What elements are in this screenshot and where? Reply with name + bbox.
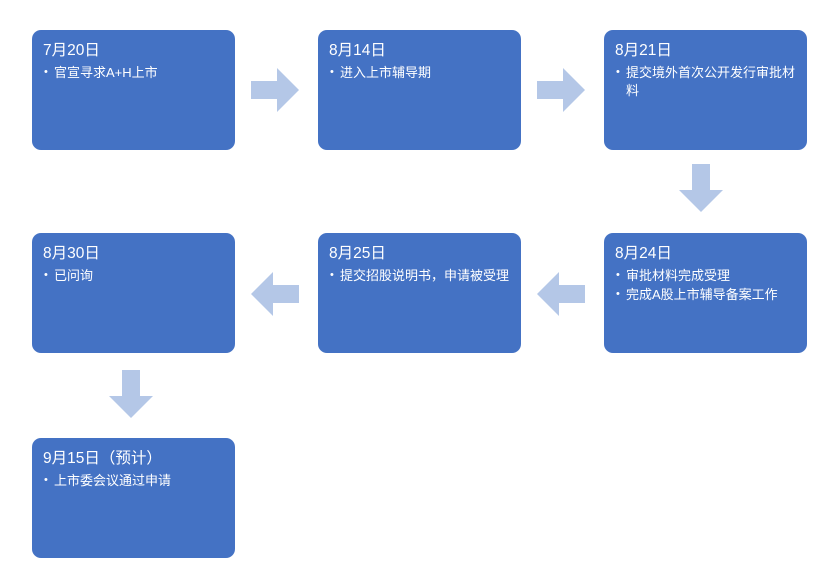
process-box-1[interactable]: 7月20日 官宣寻求A+H上市: [32, 30, 235, 150]
process-box-7-bullets: 上市委会议通过申请: [43, 471, 223, 490]
process-box-2-date: 8月14日: [329, 42, 386, 59]
process-box-2-bullets: 进入上市辅导期: [329, 63, 509, 82]
process-box-2[interactable]: 8月14日 进入上市辅导期: [318, 30, 521, 150]
bullet-item: 提交招股说明书，申请被受理: [329, 266, 509, 285]
bullet-item: 上市委会议通过申请: [43, 471, 223, 490]
process-box-4-bullets: 审批材料完成受理 完成A股上市辅导备案工作: [615, 266, 795, 304]
process-box-3-bullets: 提交境外首次公开发行审批材料: [615, 63, 795, 100]
process-box-3[interactable]: 8月21日 提交境外首次公开发行审批材料: [604, 30, 807, 150]
process-box-3-date: 8月21日: [615, 42, 672, 59]
process-box-4[interactable]: 8月24日 审批材料完成受理 完成A股上市辅导备案工作: [604, 233, 807, 353]
process-box-5-bullets: 提交招股说明书，申请被受理: [329, 266, 509, 285]
bullet-item: 提交境外首次公开发行审批材料: [615, 63, 795, 100]
process-box-6[interactable]: 8月30日 已问询: [32, 233, 235, 353]
process-box-6-bullets: 已问询: [43, 266, 223, 285]
process-box-6-date: 8月30日: [43, 245, 100, 262]
arrow-right-icon: [251, 68, 299, 112]
process-box-1-date: 7月20日: [43, 42, 100, 59]
arrow-right-icon: [537, 68, 585, 112]
process-box-1-bullets: 官宣寻求A+H上市: [43, 63, 223, 82]
bullet-item: 完成A股上市辅导备案工作: [615, 285, 795, 304]
process-box-5-date: 8月25日: [329, 245, 386, 262]
process-box-5[interactable]: 8月25日 提交招股说明书，申请被受理: [318, 233, 521, 353]
bullet-item: 进入上市辅导期: [329, 63, 509, 82]
bullet-item: 官宣寻求A+H上市: [43, 63, 223, 82]
process-box-7[interactable]: 9月15日（预计） 上市委会议通过申请: [32, 438, 235, 558]
bullet-item: 已问询: [43, 266, 223, 285]
arrow-left-icon: [251, 272, 299, 316]
arrow-down-icon: [109, 370, 153, 418]
arrow-down-icon: [679, 164, 723, 212]
bullet-item: 审批材料完成受理: [615, 266, 795, 285]
arrow-left-icon: [537, 272, 585, 316]
process-box-7-date: 9月15日（预计）: [43, 450, 162, 467]
process-box-4-date: 8月24日: [615, 245, 672, 262]
